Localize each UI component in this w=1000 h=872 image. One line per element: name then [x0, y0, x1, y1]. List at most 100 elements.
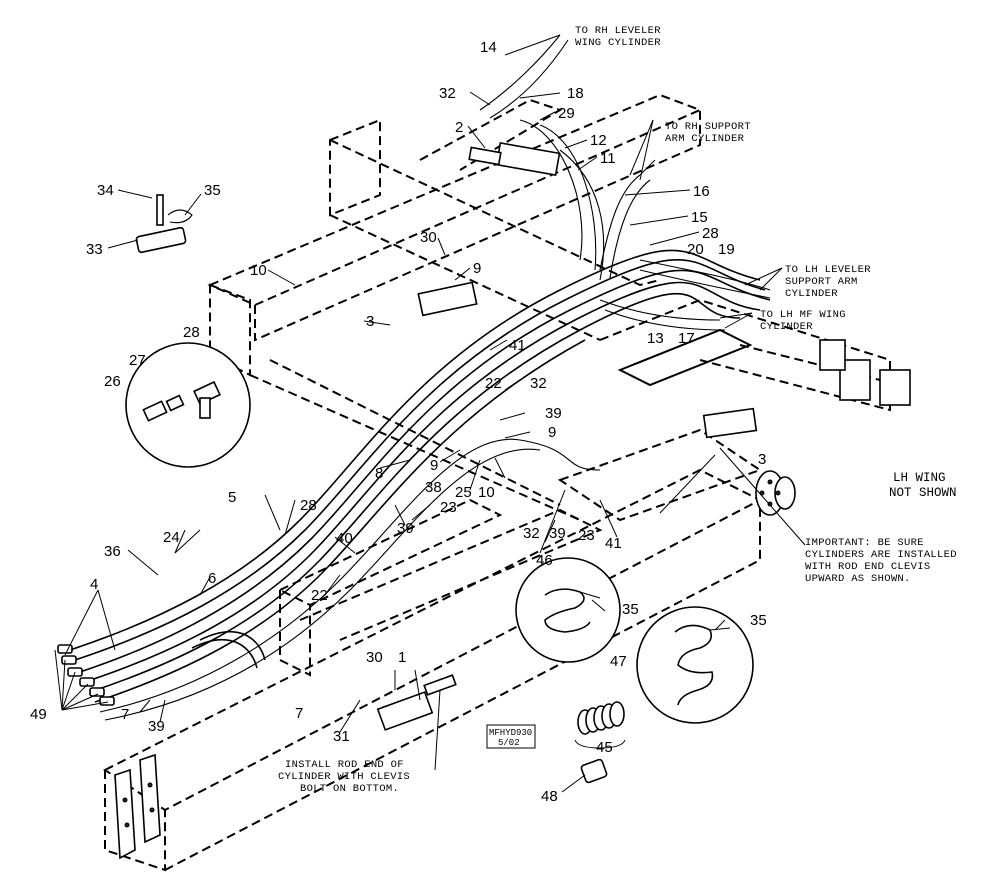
note-important: IMPORTANT: BE SURE CYLINDERS ARE INSTALL…: [805, 537, 957, 585]
callout-9-left: 9: [430, 457, 438, 474]
callout-10-top: 10: [250, 262, 267, 279]
callout-3-right: 3: [758, 451, 766, 468]
callout-20: 20: [687, 241, 704, 258]
drawing-id-stamp: MFHYD930 5/02: [486, 724, 536, 749]
detail-circle-fittings: [125, 342, 251, 468]
hydraulic-cylinder-top: [468, 142, 561, 176]
callout-4: 4: [90, 576, 98, 593]
callout-25: 25: [455, 484, 472, 501]
callout-45: 45: [596, 739, 613, 756]
callout-17: 17: [678, 330, 695, 347]
svg-text:INSTALL ROD END OF: INSTALL ROD END OF: [285, 759, 404, 771]
svg-text:5/02: 5/02: [498, 738, 520, 748]
callout-19: 19: [718, 241, 735, 258]
callout-41-bottom: 41: [605, 535, 622, 552]
callout-32: 32: [439, 85, 456, 102]
callout-9-top: 9: [473, 260, 481, 277]
spring-part: [574, 701, 626, 749]
callout-5: 5: [228, 489, 236, 506]
callout-31: 31: [333, 728, 350, 745]
callout-7-left: 7: [121, 706, 129, 723]
wheel-hub: [755, 470, 796, 516]
callout-34: 34: [97, 182, 114, 199]
note-lh-leveler: TO LH LEVELER SUPPORT ARM CYLINDER: [785, 264, 871, 300]
svg-text:UPWARD AS SHOWN.: UPWARD AS SHOWN.: [805, 573, 911, 585]
hydraulic-cylinder-right: [702, 407, 758, 439]
svg-text:TO RH SUPPORT: TO RH SUPPORT: [665, 121, 751, 133]
callout-47: 47: [610, 653, 627, 670]
svg-text:MFHYD930: MFHYD930: [489, 728, 532, 738]
svg-text:TO LH MF WING: TO LH MF WING: [760, 309, 846, 321]
leader-lines: [54, 34, 806, 793]
svg-text:CYLINDER: CYLINDER: [785, 288, 838, 300]
callout-35-right: 35: [750, 612, 767, 629]
svg-text:TO RH LEVELER: TO RH LEVELER: [575, 25, 661, 37]
pin-assembly: [135, 194, 193, 254]
callout-23-right: 23: [578, 527, 595, 544]
note-rh-support: TO RH SUPPORT ARM CYLINDER: [665, 121, 751, 145]
callout-30-top: 30: [420, 229, 437, 246]
callout-36: 36: [104, 543, 121, 560]
callout-29: 29: [558, 105, 575, 122]
frame-end-plate: [114, 753, 161, 860]
callout-32-bottom: 32: [523, 525, 540, 542]
svg-text:CYLINDER WITH CLEVIS: CYLINDER WITH CLEVIS: [278, 771, 410, 783]
callout-30-bottom: 30: [366, 649, 383, 666]
callout-39-mid: 39: [545, 405, 562, 422]
callout-13: 13: [647, 330, 664, 347]
callout-39-bottom-left: 39: [148, 718, 165, 735]
callout-35-top: 35: [204, 182, 221, 199]
callout-38: 38: [425, 479, 442, 496]
callout-15: 15: [691, 209, 708, 226]
svg-text:CYLINDERS ARE INSTALLED: CYLINDERS ARE INSTALLED: [805, 549, 957, 561]
sleeve-part: [580, 758, 608, 784]
note-lh-mf-wing: TO LH MF WING CYLINDER: [760, 309, 846, 333]
svg-text:WING CYLINDER: WING CYLINDER: [575, 37, 661, 49]
hose-end-fittings: [57, 644, 115, 706]
svg-text:BOLT ON BOTTOM.: BOLT ON BOTTOM.: [300, 783, 399, 795]
note-install: INSTALL ROD END OF CYLINDER WITH CLEVIS …: [278, 759, 410, 795]
svg-text:SUPPORT ARM: SUPPORT ARM: [785, 276, 858, 288]
callout-26: 26: [104, 373, 121, 390]
callout-41-top: 41: [509, 337, 526, 354]
hose-bundle: [69, 34, 771, 721]
callout-2: 2: [455, 119, 463, 136]
callout-3-left: 3: [366, 313, 374, 330]
callout-39-bottom: 39: [549, 525, 566, 542]
detail-circle-clip-47: [636, 606, 754, 724]
callout-10-mid: 10: [478, 484, 495, 501]
svg-text:ARM CYLINDER: ARM CYLINDER: [665, 133, 745, 145]
callout-16: 16: [693, 183, 710, 200]
svg-text:CYLINDER: CYLINDER: [760, 321, 813, 333]
callout-14: 14: [480, 39, 497, 56]
callout-33: 33: [86, 241, 103, 258]
callout-28-top: 28: [702, 225, 719, 242]
svg-text:TO LH LEVELER: TO LH LEVELER: [785, 264, 871, 276]
callout-46: 46: [536, 552, 553, 569]
svg-text:WITH ROD END CLEVIS: WITH ROD END CLEVIS: [805, 561, 930, 573]
callout-32-mid: 32: [530, 375, 547, 392]
callout-12: 12: [590, 132, 607, 149]
hydraulic-cylinder-mid: [417, 281, 478, 317]
callout-9-right: 9: [548, 424, 556, 441]
hydraulic-cylinder-bottom: [376, 674, 457, 731]
callout-27: 27: [129, 352, 146, 369]
svg-text:IMPORTANT: BE SURE: IMPORTANT: BE SURE: [805, 537, 924, 549]
callout-22-top: 22: [485, 375, 502, 392]
callout-28-left: 28: [300, 497, 317, 514]
callout-labels: 14 32 18 29 2 12 11 16 15 28 20 19 34 35…: [30, 39, 767, 805]
callout-28-detail: 28: [183, 324, 200, 341]
callout-6: 6: [208, 570, 216, 587]
note-rh-leveler: TO RH LEVELER WING CYLINDER: [575, 25, 661, 49]
note-lh-wing-not-shown: LH WING NOT SHOWN: [889, 471, 957, 500]
callout-49: 49: [30, 706, 47, 723]
callout-7-bottom: 7: [295, 705, 303, 722]
callout-23-mid: 23: [440, 499, 457, 516]
callout-22-bottom: 22: [311, 587, 328, 604]
svg-text:NOT SHOWN: NOT SHOWN: [889, 486, 957, 500]
callout-8: 8: [375, 465, 383, 482]
callout-48: 48: [541, 788, 558, 805]
detail-circle-clip-46: [515, 557, 621, 663]
callout-1: 1: [398, 649, 406, 666]
